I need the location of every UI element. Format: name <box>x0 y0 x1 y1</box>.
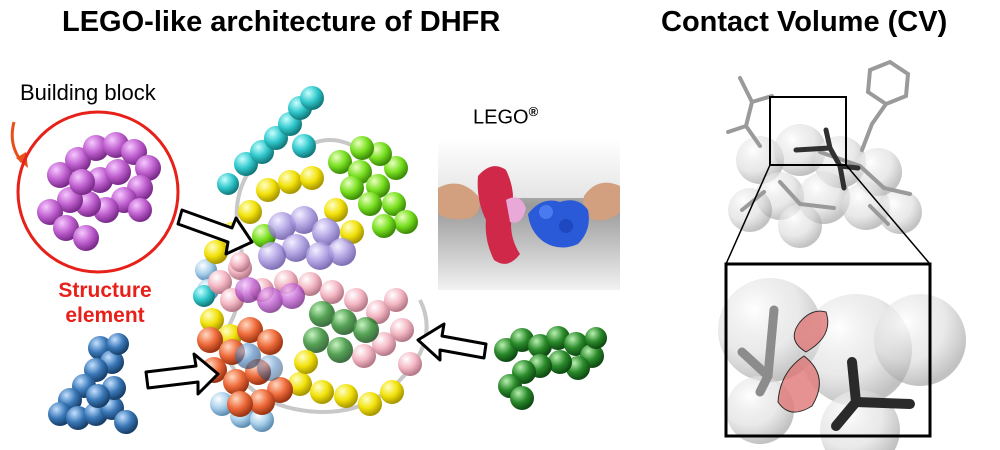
zoom-connector-left <box>725 164 771 265</box>
dhfr-protein-model <box>193 86 429 432</box>
structure-element-label: Structure element <box>30 278 180 328</box>
structure-element-line2: element <box>65 304 145 327</box>
zoomed-contact-panel <box>718 262 966 450</box>
lego-photo <box>438 138 620 290</box>
blue-building-block <box>48 333 138 434</box>
zoom-selection-box <box>769 96 847 166</box>
contact-volume-molecule <box>726 59 922 248</box>
building-block-label: Building block <box>20 80 156 105</box>
arrow-to-blue-icon <box>144 352 220 396</box>
structure-element-line1: Structure <box>58 279 152 302</box>
left-title: LEGO-like architecture of DHFR <box>62 6 501 38</box>
structure-element-circle <box>16 110 180 274</box>
green-building-block <box>494 326 607 410</box>
lego-text: LEGO <box>473 106 529 129</box>
right-title: Contact Volume (CV) <box>661 6 948 38</box>
zoom-connector-right <box>845 164 931 265</box>
lego-label: LEGO® <box>473 104 538 130</box>
registered-mark: ® <box>528 104 539 119</box>
arrow-to-green-icon <box>416 322 488 362</box>
arrow-to-magenta-icon <box>176 208 254 256</box>
magenta-building-block <box>37 132 161 251</box>
